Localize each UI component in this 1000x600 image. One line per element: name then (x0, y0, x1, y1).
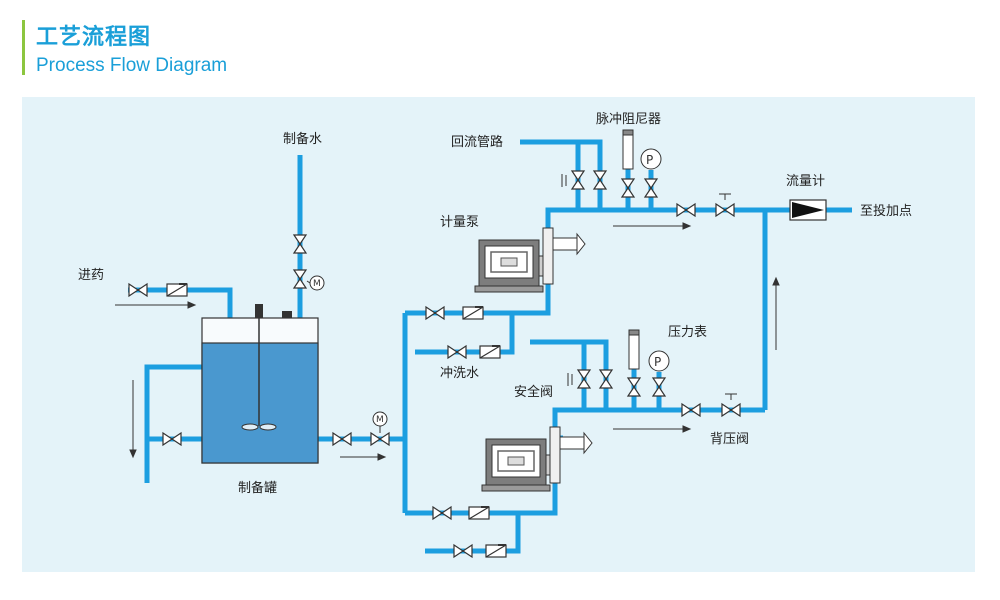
valve-icon (681, 403, 701, 417)
valve-icon (627, 377, 641, 397)
gauge-glyphs: P P (646, 153, 661, 369)
motorized-valve-icon (293, 269, 307, 289)
check-valve-icon (485, 544, 507, 558)
valve-icon (162, 432, 182, 446)
valve-icon (425, 306, 445, 320)
diagram-panel (22, 97, 975, 572)
label-metering-pump: 计量泵 (440, 215, 479, 230)
label-prepared-water: 制备水 (283, 131, 322, 147)
valve-icon (652, 377, 666, 397)
motor-glyphs: M M (313, 279, 384, 425)
label-dosing-inlet: 进药 (78, 268, 104, 283)
back-pressure-valve-icon (721, 403, 741, 417)
label-safety-valve: 安全阀 (514, 384, 553, 400)
valve-icon (593, 170, 607, 190)
valve-icon (571, 170, 585, 190)
page-title-cn: 工艺流程图 (36, 25, 152, 50)
valve-actuators (306, 174, 737, 433)
diagram-labels: 进药 制备水 制备罐 计量泵 回流管路 脉冲阻尼器 流量计 至投加点 冲洗水 压… (78, 112, 912, 496)
label-flush-water: 冲洗水 (440, 366, 479, 381)
valve-icon (432, 506, 452, 520)
label-to-dosing-point: 至投加点 (860, 203, 912, 219)
valve-icon (621, 178, 635, 198)
svg-text:P: P (646, 153, 653, 167)
svg-text:P: P (654, 355, 661, 369)
label-pulse-damper: 脉冲阻尼器 (596, 112, 661, 127)
valve-icon (332, 432, 352, 446)
valve-icon (293, 234, 307, 254)
lower-metering-pump-icon (481, 438, 561, 492)
instruments (622, 129, 670, 372)
valve-icon (453, 544, 473, 558)
valve-icon (447, 345, 467, 359)
label-return-line: 回流管路 (451, 134, 503, 150)
check-valve-icon (468, 506, 490, 520)
label-flowmeter: 流量计 (786, 174, 825, 189)
svg-text:M: M (313, 279, 321, 289)
label-prep-tank: 制备罐 (238, 480, 277, 496)
check-valve-icon (462, 306, 484, 320)
label-pressure-gauge: 压力表 (668, 325, 707, 340)
valve-icon (676, 203, 696, 217)
svg-text:M: M (376, 415, 384, 425)
flow-arrows (115, 222, 780, 461)
valve-icon (577, 369, 591, 389)
header-accent-bar (22, 20, 25, 75)
check-valve-icon (166, 283, 188, 297)
motorized-valve-icon (370, 432, 390, 446)
valve-icon (644, 178, 658, 198)
valve-icon (128, 283, 148, 297)
pump-heads (542, 227, 593, 484)
label-back-pressure-valve: 背压阀 (710, 432, 749, 447)
upper-metering-pump-icon (474, 239, 554, 293)
prep-tank (201, 304, 319, 464)
valve-icon (599, 369, 613, 389)
flowmeter-icon (789, 199, 827, 221)
check-valve-icon (479, 345, 501, 359)
back-pressure-valve-icon (715, 203, 735, 217)
page-title-en: Process Flow Diagram (36, 55, 228, 76)
